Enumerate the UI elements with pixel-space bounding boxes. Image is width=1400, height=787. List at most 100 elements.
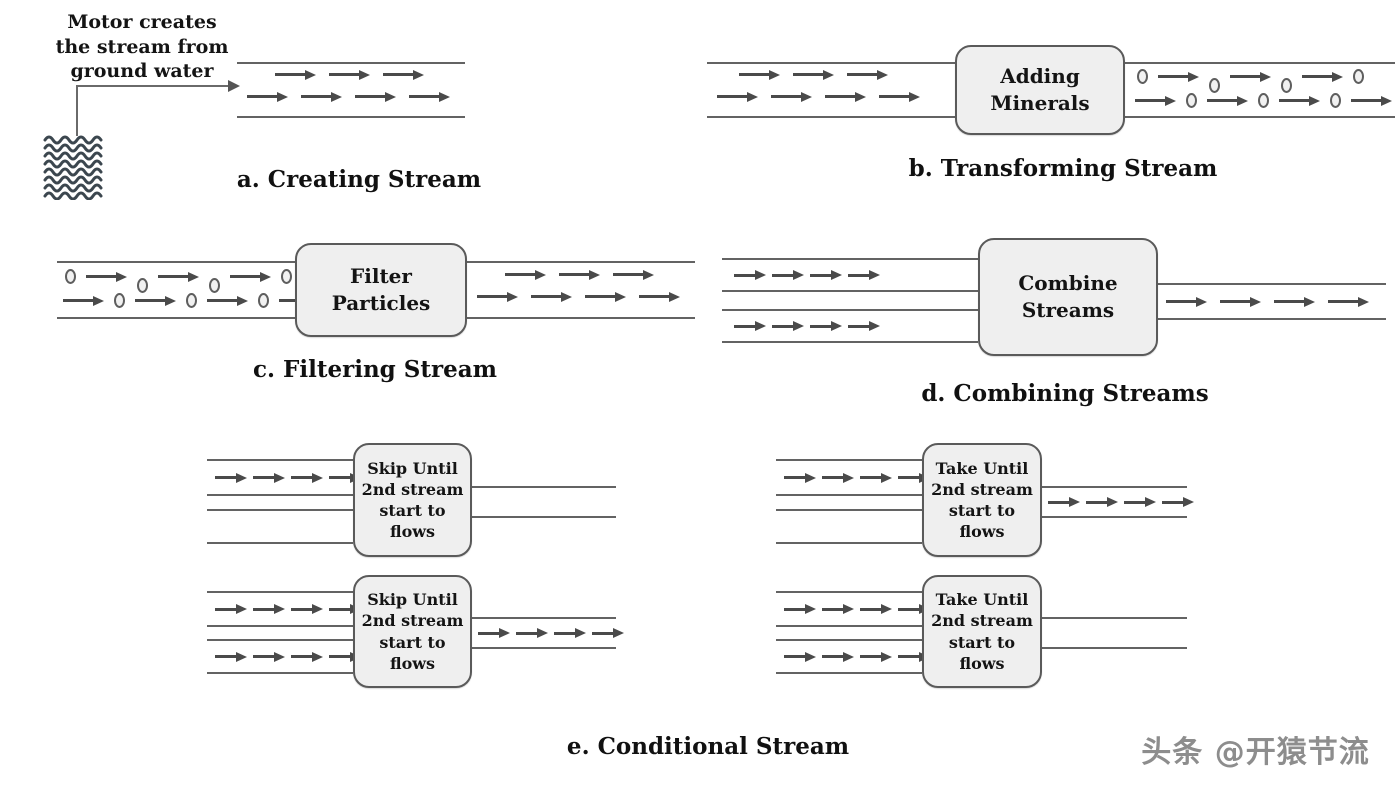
- pipe-e4-output: [1042, 617, 1187, 649]
- flow-arrow-icon: [135, 299, 165, 302]
- flow-arrow-icon: [1158, 75, 1188, 78]
- flow-arrow-icon: [585, 295, 615, 298]
- flow-arrow-icon: [717, 95, 747, 98]
- flow-arrow-icon: [1351, 99, 1381, 102]
- pipe-b-output: [1125, 62, 1395, 118]
- flow-arrow-icon: [822, 476, 843, 479]
- flow-arrow-icon: [1220, 300, 1250, 303]
- operator-box-take-until-1: Take Until 2nd stream start to flows: [922, 443, 1042, 557]
- operator-box-take-until-2: Take Until 2nd stream start to flows: [922, 575, 1042, 688]
- pipe-c-output: [467, 261, 695, 319]
- operator-box-skip-until-1: Skip Until 2nd stream start to flows: [353, 443, 472, 557]
- flow-arrow-icon: [1124, 500, 1145, 504]
- pipe-d-output: [1158, 283, 1386, 320]
- flow-arrow-icon: [1274, 300, 1304, 303]
- flow-arrow-icon: [1302, 75, 1332, 78]
- flow-arrow-icon: [613, 273, 643, 276]
- flow-arrow-icon: [822, 607, 843, 611]
- flow-arrow-icon: [478, 631, 499, 635]
- pipe-e2-output: [472, 617, 616, 649]
- particle-icon: [1186, 93, 1197, 108]
- particle-icon: [1137, 69, 1148, 84]
- watermark: 头条 @开猿节流: [1141, 735, 1370, 770]
- flow-arrow-icon: [1135, 99, 1165, 102]
- particle-icon: [65, 269, 76, 284]
- flow-arrow-icon: [158, 275, 188, 278]
- connector-vertical-line: [76, 85, 78, 136]
- pipe-a: [237, 62, 465, 118]
- flow-arrow-icon: [409, 95, 439, 98]
- water-waves-icon: [43, 135, 103, 200]
- particle-icon: [1353, 69, 1364, 84]
- pipe-e3-output: [1042, 486, 1187, 518]
- flow-arrow-icon: [810, 273, 831, 277]
- flow-arrow-icon: [734, 324, 755, 328]
- motor-annotation: Motor creates the stream from ground wat…: [55, 11, 229, 83]
- caption-e: e. Conditional Stream: [566, 733, 850, 760]
- flow-arrow-icon: [1166, 300, 1196, 303]
- flow-arrow-icon: [215, 607, 236, 611]
- flow-arrow-icon: [86, 275, 116, 278]
- flow-arrow-icon: [1207, 99, 1237, 102]
- caption-b: b. Transforming Stream: [908, 155, 1218, 182]
- flow-arrow-icon: [848, 324, 869, 328]
- pipe-e4-input-1: [776, 591, 922, 627]
- pipe-e2-input-1: [207, 591, 353, 627]
- particle-icon: [281, 269, 292, 284]
- flow-arrow-icon: [230, 275, 260, 278]
- particle-icon: [186, 293, 197, 308]
- flow-arrow-icon: [1086, 500, 1107, 504]
- particle-icon: [114, 293, 125, 308]
- flow-arrow-icon: [1162, 500, 1183, 504]
- pipe-b-input: [707, 62, 955, 118]
- flow-arrow-icon: [505, 273, 535, 276]
- pipe-e2-input-2: [207, 639, 353, 674]
- pipe-e1-input-1: [207, 459, 353, 496]
- caption-d: d. Combining Streams: [921, 380, 1209, 407]
- caption-a: a. Creating Stream: [236, 166, 482, 193]
- flow-arrow-icon: [1328, 300, 1358, 303]
- flow-arrow-icon: [879, 95, 909, 98]
- flow-arrow-icon: [329, 476, 350, 479]
- particle-icon: [137, 278, 148, 293]
- flow-arrow-icon: [253, 655, 274, 658]
- flow-arrow-icon: [825, 95, 855, 98]
- particle-icon: [258, 293, 269, 308]
- pipe-e3-input-2: [776, 509, 922, 544]
- flow-arrow-icon: [215, 476, 236, 479]
- flow-arrow-icon: [860, 655, 881, 658]
- pipe-e4-input-2: [776, 639, 922, 674]
- flow-arrow-icon: [253, 607, 274, 611]
- flow-arrow-icon: [772, 324, 793, 328]
- flow-arrow-icon: [1048, 500, 1069, 504]
- flow-arrow-icon: [771, 95, 801, 98]
- flow-arrow-icon: [477, 295, 507, 298]
- flow-arrow-icon: [639, 295, 669, 298]
- flow-arrow-icon: [207, 299, 237, 302]
- operator-box-skip-until-2: Skip Until 2nd stream start to flows: [353, 575, 472, 688]
- connector-arrowhead-icon: [228, 80, 240, 92]
- pipe-d-input-2: [722, 309, 978, 343]
- flow-arrow-icon: [784, 655, 805, 658]
- flow-arrow-icon: [1230, 75, 1260, 78]
- flow-arrow-icon: [329, 607, 350, 611]
- flow-arrow-icon: [215, 655, 236, 658]
- particle-icon: [1330, 93, 1341, 108]
- pipe-d-input-1: [722, 258, 978, 292]
- flow-arrow-icon: [793, 73, 823, 76]
- flow-arrow-icon: [898, 607, 919, 611]
- pipe-e1-input-2: [207, 509, 353, 544]
- flow-arrow-icon: [810, 324, 831, 328]
- flow-arrow-icon: [291, 476, 312, 479]
- flow-arrow-icon: [291, 607, 312, 611]
- flow-arrow-icon: [531, 295, 561, 298]
- flow-arrow-icon: [329, 655, 350, 658]
- connector-horizontal-line: [76, 85, 228, 87]
- flow-arrow-icon: [301, 95, 331, 98]
- particle-icon: [1281, 78, 1292, 93]
- flow-arrow-icon: [784, 607, 805, 611]
- operator-box-combine-streams: Combine Streams: [978, 238, 1158, 356]
- flow-arrow-icon: [275, 73, 305, 76]
- flow-arrow-icon: [554, 631, 575, 635]
